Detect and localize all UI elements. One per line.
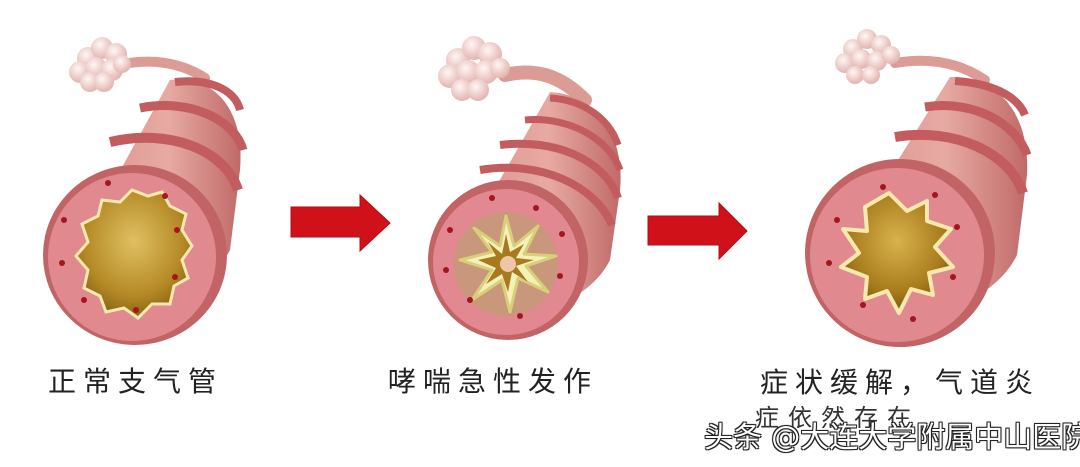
watermark: 头条 @大连大学附属中山医院 bbox=[704, 420, 1080, 454]
remission-bronchus-illustration bbox=[805, 29, 1032, 347]
normal-bronchus-label: 正常支气管 bbox=[48, 365, 224, 398]
right-arrow-icon bbox=[647, 202, 748, 260]
normal-bronchus-illustration bbox=[43, 37, 248, 345]
acute-asthma-bronchus-illustration bbox=[428, 36, 624, 340]
remission-label-line1: 症状缓解，气道炎 bbox=[760, 366, 1041, 399]
alveoli-cluster-icon bbox=[835, 29, 900, 84]
alveoli-cluster-icon bbox=[438, 36, 510, 101]
acute-asthma-label: 哮喘急性发作 bbox=[388, 365, 599, 398]
remission-label-line2: 症依然存在 bbox=[755, 405, 920, 428]
right-arrow-icon bbox=[290, 194, 391, 252]
alveoli-cluster-icon bbox=[69, 37, 131, 92]
